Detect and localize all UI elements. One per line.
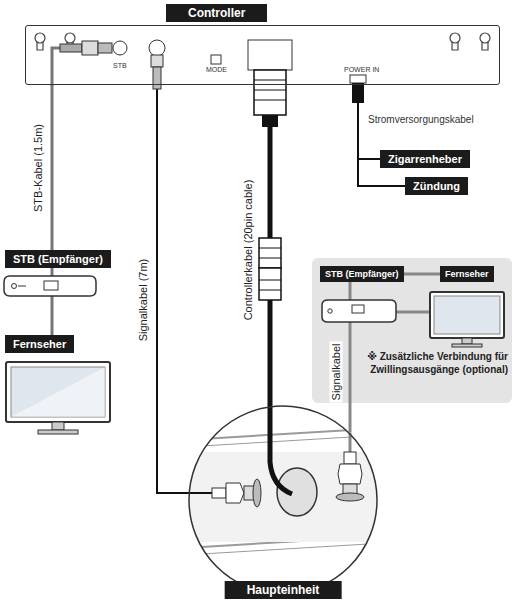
banner-text: Controller xyxy=(166,4,267,22)
port-label: STB xyxy=(113,62,127,69)
left-f-connector xyxy=(188,479,261,507)
node-text: Fernseher xyxy=(13,337,66,351)
cable-label: Stromversorgungskabel xyxy=(368,114,474,125)
port-label: MODE xyxy=(206,66,227,73)
cable-label: Signalkabel xyxy=(330,342,343,403)
label-box: Fernseher xyxy=(440,266,494,282)
cable-label: Signalkabel (7m) xyxy=(137,257,150,344)
cable-connector xyxy=(157,85,188,493)
tv-panel xyxy=(430,292,504,347)
label-box: STB (Empfänger) xyxy=(5,250,111,268)
label-box: Fernseher xyxy=(5,335,74,353)
circle-outline xyxy=(188,405,378,595)
detail-circle: Haupteinheit xyxy=(188,405,378,595)
controller-20pin-plug xyxy=(248,40,292,127)
cable-connector xyxy=(404,273,440,276)
cable-label: Controllerkabel (20pin cable) xyxy=(242,178,255,323)
stb-device-left xyxy=(4,276,96,296)
tv-left xyxy=(6,362,110,434)
power-plug xyxy=(350,75,366,103)
node-text: STB (Empfänger) xyxy=(13,252,103,266)
cable-entry-hole xyxy=(270,406,317,516)
node-text: Zigarrenheber xyxy=(388,152,462,166)
label-box: Zigarrenheber xyxy=(380,150,470,168)
right-f-connector xyxy=(336,433,364,501)
stb-device-panel xyxy=(322,300,430,322)
cable-connector xyxy=(51,85,54,250)
cable-connector xyxy=(358,85,405,186)
controller-cable-coupling xyxy=(259,238,281,300)
label-box: STB (Empfänger) xyxy=(320,266,404,282)
node-text: Zündung xyxy=(413,179,460,193)
banner-text: Haupteinheit xyxy=(225,581,342,599)
node-text: Fernseher xyxy=(445,268,489,280)
mode-button xyxy=(211,55,221,64)
node-text: STB (Empfänger) xyxy=(325,268,399,280)
note-text: ※ Zusätzliche Verbindung für Zwillingsau… xyxy=(360,350,508,376)
label-box: Zündung xyxy=(405,177,468,195)
controller-box: Controller xyxy=(25,25,500,85)
cable-label: STB-Kabel (1.5m) xyxy=(32,122,45,214)
port-label: POWER IN xyxy=(344,66,379,73)
optional-panel-ground xyxy=(312,258,512,403)
signal-port-plug xyxy=(149,40,165,89)
stb-port-plug xyxy=(52,41,127,86)
